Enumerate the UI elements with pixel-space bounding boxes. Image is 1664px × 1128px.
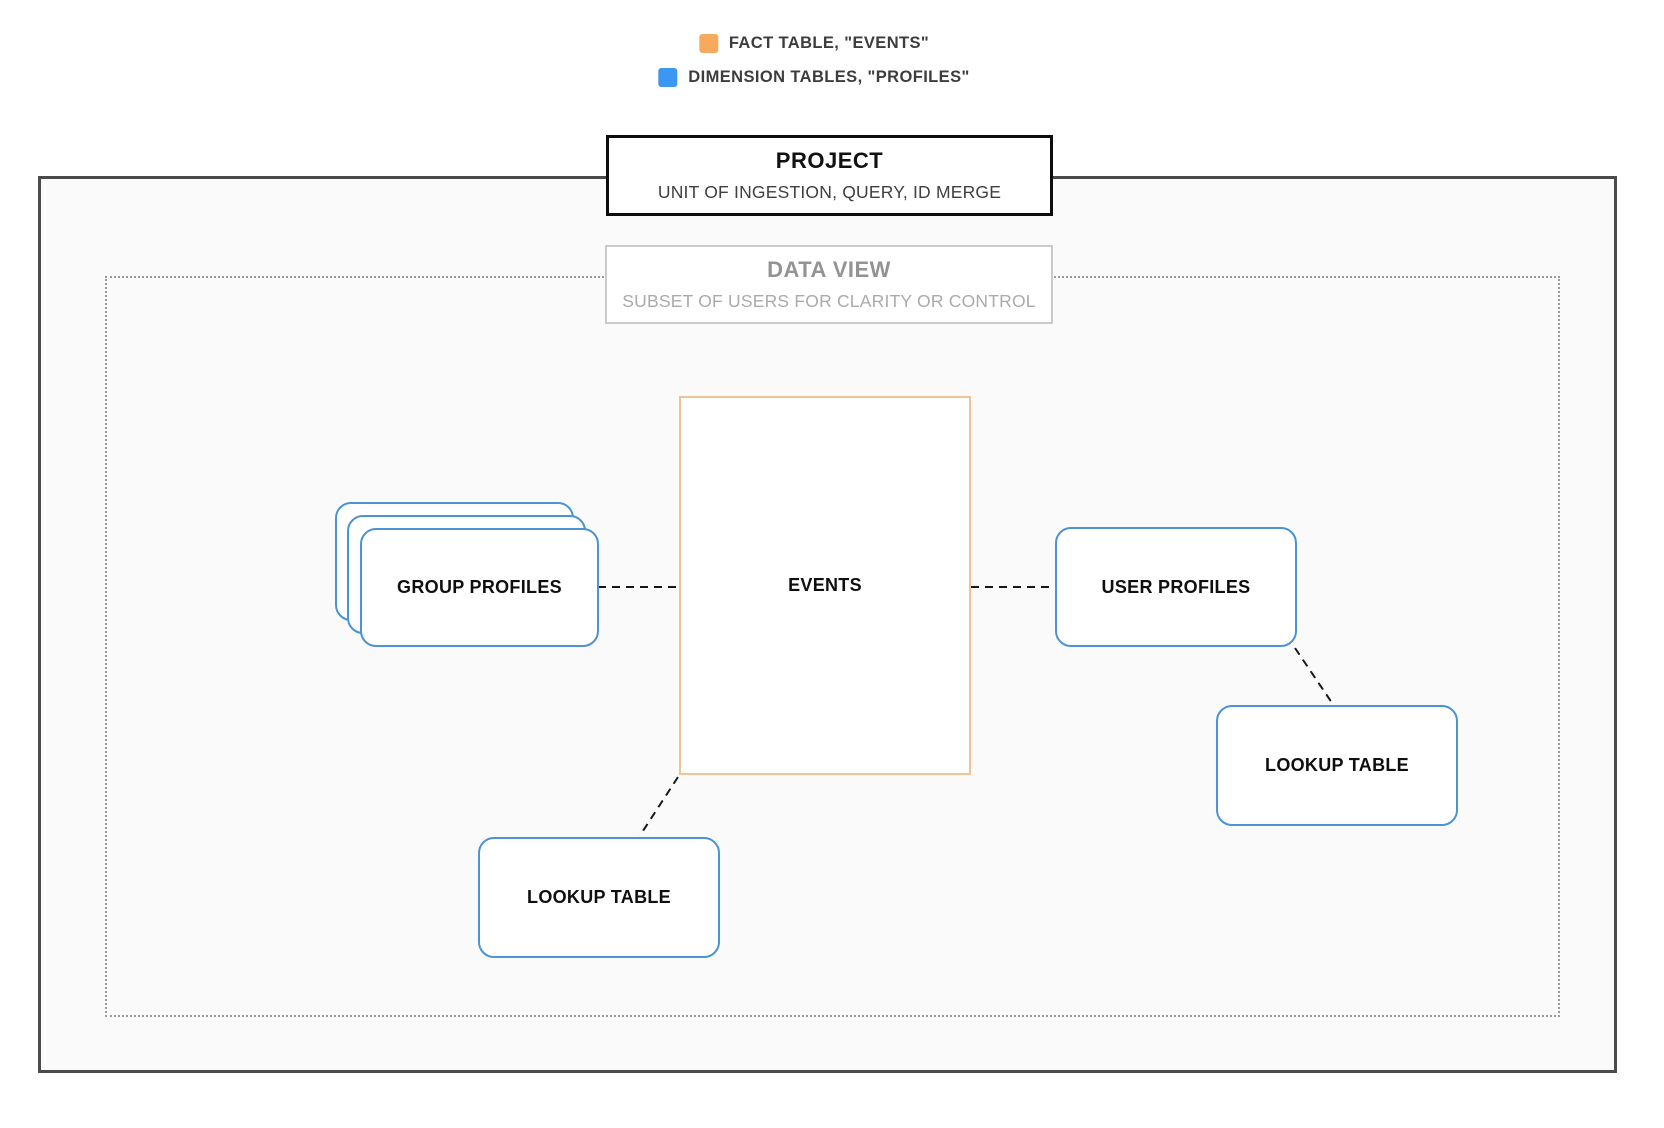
data-view-title: DATA VIEW [767,257,891,282]
node-label-user-profiles: USER PROFILES [1101,576,1251,597]
data-view-header-box: DATA VIEW SUBSET OF USERS FOR CLARITY OR… [605,245,1053,324]
dimension-tables-color-swatch-icon [658,68,678,87]
node-user-profiles: USER PROFILES [1055,527,1297,647]
legend-item-fact-table: FACT TABLE, "EVENTS" [698,34,930,53]
project-subtitle: UNIT OF INGESTION, QUERY, ID MERGE [657,182,1002,202]
data-view-subtitle: SUBSET OF USERS FOR CLARITY OR CONTROL [622,291,1036,311]
legend-label-fact-table: FACT TABLE, "EVENTS" [728,34,930,52]
project-title: PROJECT [775,148,884,173]
project-header-box: PROJECT UNIT OF INGESTION, QUERY, ID MER… [606,135,1053,216]
node-lookup-table-right: LOOKUP TABLE [1216,705,1458,826]
fact-table-color-swatch-icon [698,34,718,53]
node-lookup-table-bottom: LOOKUP TABLE [478,837,720,958]
legend-item-dimension-tables: DIMENSION TABLES, "PROFILES" [658,68,969,87]
node-label-group-profiles: GROUP PROFILES [397,577,562,597]
node-events: EVENTS [679,396,971,775]
node-label-lookup-table-bottom: LOOKUP TABLE [527,887,671,907]
node-label-events: EVENTS [788,575,862,595]
connector-events-user-profiles [971,586,1056,588]
legend: FACT TABLE, "EVENTS" DIMENSION TABLES, "… [658,34,969,87]
connector-group-profiles-events [598,586,680,588]
node-label-lookup-table-right: LOOKUP TABLE [1265,755,1409,775]
node-group-profiles: GROUP PROFILES [360,528,599,647]
legend-label-dimension-tables: DIMENSION TABLES, "PROFILES" [688,68,970,86]
